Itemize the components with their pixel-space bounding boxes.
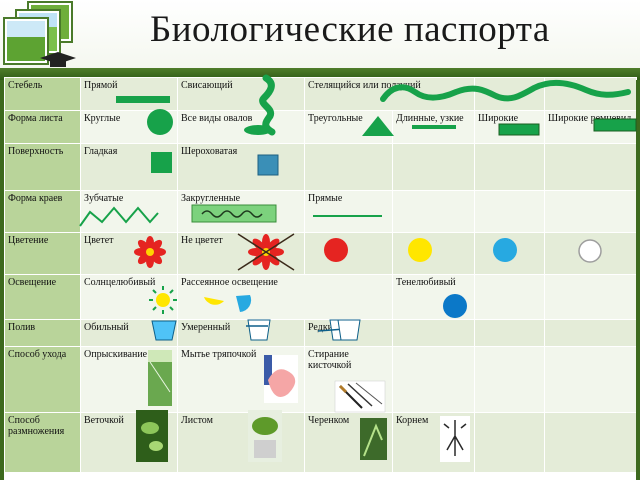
shade-circle-icon <box>443 294 467 318</box>
table-row: Поверхность Гладкая Шероховатая <box>4 143 638 191</box>
twig-photo <box>136 410 168 462</box>
row-header: Цветение <box>4 232 81 275</box>
cutting-photo <box>360 418 387 460</box>
row-header: Форма листа <box>4 110 81 144</box>
sun-icon <box>149 286 177 314</box>
creeping-stem-icon <box>380 80 631 102</box>
table-cell <box>544 412 638 473</box>
smooth-surface-icon <box>151 152 172 173</box>
table-cell <box>304 143 393 191</box>
table-row: Цветение Цветет Не цветет <box>4 232 638 275</box>
row-header: Способ размножения <box>4 412 81 473</box>
table-cell: Прямой <box>80 77 178 111</box>
row-header: Способ ухода <box>4 346 81 413</box>
header-bar: Биологические паспорта <box>0 0 640 70</box>
half-glass-icon <box>246 319 271 341</box>
rough-surface-icon <box>257 154 279 176</box>
table-cell <box>544 346 638 413</box>
table-row: Форма краев Зубчатые Закругленные Прямые <box>4 190 638 233</box>
spray-photo <box>148 350 172 406</box>
table-cell: Все виды овалов <box>177 110 305 144</box>
root-photo <box>440 416 470 462</box>
full-glass-icon <box>151 320 177 341</box>
straight-stem-icon <box>116 96 170 103</box>
table-cell <box>391 346 476 413</box>
table-cell: Свисающий <box>177 77 305 111</box>
table-cell: Зубчатые <box>80 190 178 233</box>
round-leaf-icon <box>147 109 173 135</box>
table-cell <box>474 274 546 320</box>
table-row: Освещение Солнцелюбивый Рассеянное освещ… <box>4 274 638 320</box>
table-cell <box>474 412 546 473</box>
crossed-flower-icon <box>237 233 295 271</box>
table-cell <box>544 143 638 191</box>
table-cell <box>391 190 476 233</box>
red-flower-icon <box>134 236 166 268</box>
table-cell: Солнцелюбивый <box>80 274 178 320</box>
row-header: Освещение <box>4 274 81 320</box>
strap-leaf-icon <box>593 118 637 132</box>
table-cell <box>391 143 476 191</box>
decorative-photo-frames <box>3 1 76 67</box>
table-row: Способ размножения Веточкой Листом Черен… <box>4 412 638 473</box>
rounded-edge-icon-frame <box>191 204 277 223</box>
table-cell: Рассеянное освещение <box>177 274 393 320</box>
table-cell <box>544 190 638 233</box>
row-header: Полив <box>4 319 81 347</box>
page-title: Биологические паспорта <box>150 9 550 50</box>
table-cell: Умеренный <box>177 319 305 347</box>
blue-circle-icon <box>493 238 517 262</box>
table-cell <box>391 232 476 275</box>
row-header: Стебель <box>4 77 81 111</box>
passport-table: Стебель Прямой Свисающий Стелящийся или … <box>4 77 638 473</box>
table-row: Форма листа Круглые Все виды овалов Треу… <box>4 110 638 144</box>
triangle-leaf-icon <box>362 116 394 136</box>
hanging-stem-icon <box>259 74 276 136</box>
row-header: Поверхность <box>4 143 81 191</box>
table-cell <box>544 274 638 320</box>
table-cell <box>474 346 546 413</box>
table-cell <box>304 232 393 275</box>
white-circle-icon <box>578 239 602 263</box>
table-row: Способ ухода Опрыскивание Мытье тряпочко… <box>4 346 638 413</box>
oval-leaf-icon <box>244 125 272 135</box>
table-cell <box>391 319 476 347</box>
table-cell <box>474 143 546 191</box>
table-cell: Прямые <box>304 190 393 233</box>
red-circle-icon <box>324 238 348 262</box>
table-cell <box>474 319 546 347</box>
table-row: Полив Обильный Умеренный Редкий <box>4 319 638 347</box>
half-shade-icon <box>236 295 252 312</box>
half-sun-icon <box>204 297 224 305</box>
narrow-leaf-icon <box>412 125 456 129</box>
brush-photo <box>334 380 386 413</box>
table-cell <box>544 319 638 347</box>
right-border <box>636 80 640 480</box>
left-border <box>0 80 4 480</box>
leaf-photo <box>248 410 282 462</box>
yellow-circle-icon <box>408 238 432 262</box>
serrated-edge-icon <box>79 206 159 227</box>
rounded-edge-icon <box>201 210 263 218</box>
table-cell: Листом <box>177 412 305 473</box>
table-cell <box>474 190 546 233</box>
row-header: Форма краев <box>4 190 81 233</box>
empty-glass-icon <box>337 319 361 341</box>
cloth-photo <box>264 355 298 403</box>
wide-leaf-icon <box>498 123 540 136</box>
table-cell: Шероховатая <box>177 143 305 191</box>
